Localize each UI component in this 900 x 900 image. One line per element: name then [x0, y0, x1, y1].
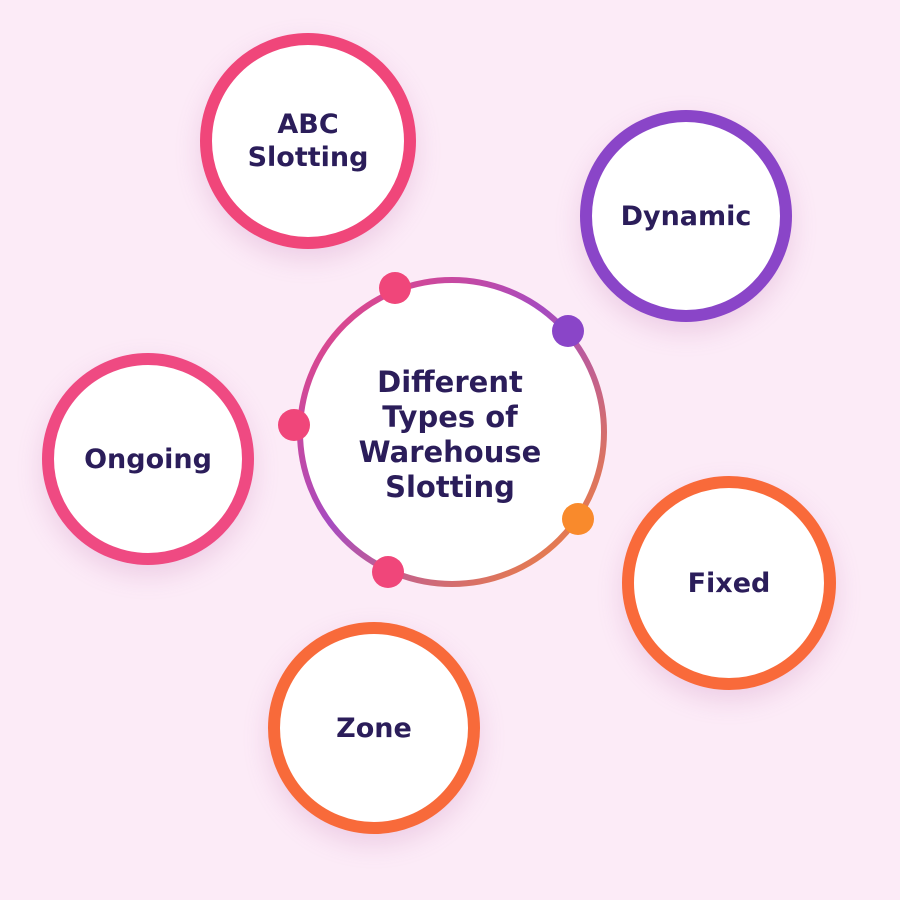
- ring-dot-top: [379, 272, 411, 304]
- node-fixed: Fixed: [622, 476, 836, 690]
- center-title-line: Types of: [382, 400, 518, 434]
- node-label: Fixed: [687, 567, 771, 599]
- node-label: Ongoing: [84, 443, 212, 475]
- node-label: Dynamic: [620, 200, 752, 232]
- node-label-line: ABC: [277, 109, 339, 140]
- node-zone: Zone: [268, 622, 480, 834]
- ring-dot-bottom: [372, 556, 404, 588]
- node-label: Zone: [336, 712, 412, 744]
- node-label-line: Slotting: [247, 142, 369, 173]
- ring-dot-upper-right: [552, 315, 584, 347]
- node-abc-slotting: ABC Slotting: [200, 33, 416, 249]
- node-label: ABC Slotting: [248, 108, 369, 174]
- center-title-line: Different: [377, 365, 523, 399]
- center-title-line: Slotting: [385, 470, 515, 504]
- ring-dot-left: [278, 409, 310, 441]
- center-title: Different Types of Warehouse Slotting: [330, 365, 570, 505]
- center-title-line: Warehouse: [358, 435, 542, 469]
- node-ongoing: Ongoing: [42, 353, 254, 565]
- ring-dot-lower-right: [562, 503, 594, 535]
- node-dynamic: Dynamic: [580, 110, 792, 322]
